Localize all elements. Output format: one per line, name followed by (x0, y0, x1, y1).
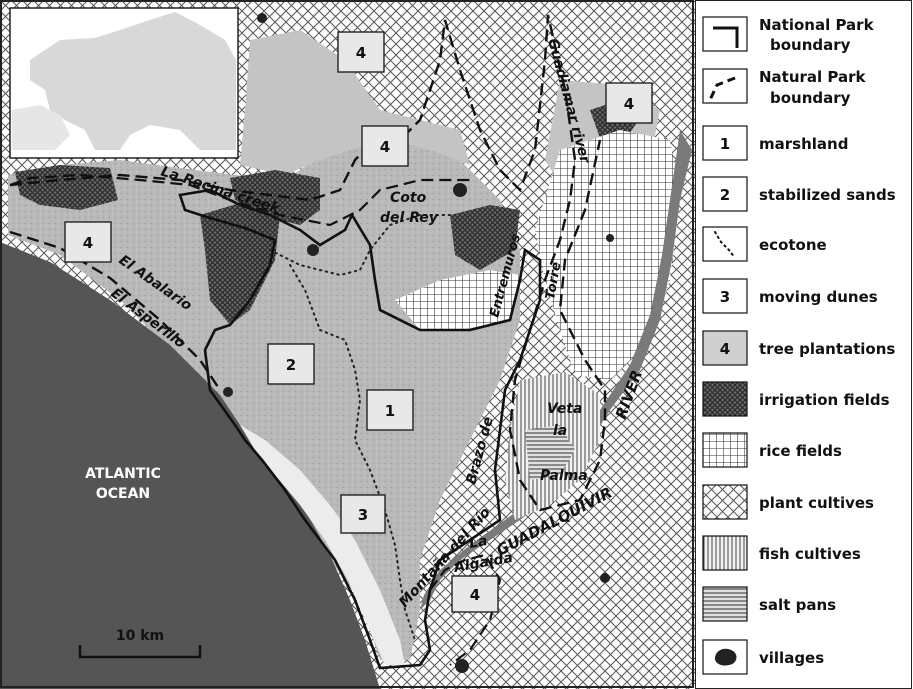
svg-text:3: 3 (720, 288, 730, 306)
legend-item-marshland: 1 marshland (702, 125, 848, 161)
inset-europe-map (9, 7, 239, 159)
legend-item-moving-dunes: 3 moving dunes (702, 278, 878, 314)
svg-text:4: 4 (356, 44, 366, 62)
svg-text:boundary: boundary (770, 89, 851, 107)
land-area (8, 130, 520, 660)
zone-marker-4-west: 4 (64, 221, 112, 263)
label-ocean: OCEAN (96, 486, 150, 502)
irrigation-field-4 (450, 205, 520, 270)
svg-text:irrigation fields: irrigation fields (759, 391, 890, 409)
label-la: la (553, 423, 567, 439)
zone-marker-4-south: 4 (451, 575, 499, 613)
guadalquivir-river (420, 130, 692, 610)
svg-text:4: 4 (470, 586, 480, 604)
svg-text:2: 2 (286, 356, 296, 374)
svg-text:plant cultives: plant cultives (759, 494, 874, 512)
legend-item-villages: villages (702, 639, 824, 675)
label-la-algaida-1: La (468, 533, 489, 552)
legend-item-fish-cultives: fish cultives (702, 535, 861, 571)
village (257, 13, 267, 23)
zone-marker-4-north: 4 (337, 31, 385, 73)
svg-text:4: 4 (720, 340, 730, 358)
svg-text:National Park: National Park (759, 16, 875, 34)
label-torre: Torre (543, 261, 564, 301)
salt-pans (525, 425, 575, 480)
svg-text:stabilized sands: stabilized sands (759, 186, 896, 204)
zone-marker-4-center: 4 (361, 125, 409, 167)
zone-marker-1: 1 (366, 389, 414, 431)
village (606, 234, 614, 242)
scale-bar-label: 10 km (116, 628, 164, 644)
svg-text:marshland: marshland (759, 135, 848, 153)
national-park-boundary (178, 188, 542, 670)
ecotone-line (289, 264, 416, 641)
legend-item-national-park-boundary: National Park boundary (702, 16, 875, 54)
village (455, 659, 469, 673)
scale-bar: 10 km (78, 628, 202, 659)
natural-park-boundary (9, 14, 607, 512)
svg-text:1: 1 (720, 135, 730, 153)
svg-text:Natural Park: Natural Park (759, 68, 867, 86)
svg-text:2: 2 (720, 186, 730, 204)
svg-text:1: 1 (385, 402, 395, 420)
svg-text:4: 4 (380, 138, 390, 156)
svg-text:salt pans: salt pans (759, 596, 836, 614)
svg-text:tree plantations: tree plantations (759, 340, 895, 358)
zone-marker-2: 2 (267, 343, 315, 385)
legend-item-stabilized-sands: 2 stabilized sands (702, 176, 896, 212)
svg-text:villages: villages (759, 649, 824, 667)
legend-item-ecotone: ecotone (702, 226, 827, 262)
natural-park-boundary-coast (9, 230, 221, 391)
svg-text:ecotone: ecotone (759, 236, 827, 254)
legend-item-natural-park-boundary: Natural Park boundary (702, 68, 867, 107)
natural-park-boundary-north (9, 173, 470, 227)
label-veta: Veta (547, 401, 582, 417)
label-coto-del-rey-1: Coto (390, 190, 427, 206)
svg-text:boundary: boundary (770, 36, 851, 54)
svg-text:moving dunes: moving dunes (759, 288, 878, 306)
svg-text:3: 3 (358, 506, 368, 524)
village (307, 244, 319, 256)
label-palma: Palma (540, 468, 588, 484)
ecotone-line-north (269, 214, 451, 277)
svg-text:4: 4 (83, 234, 93, 252)
label-coto-del-rey-2: del Rey (380, 210, 439, 226)
svg-text:fish cultives: fish cultives (759, 545, 861, 563)
ocean (0, 242, 380, 689)
svg-text:rice fields: rice fields (759, 442, 842, 460)
map: La Rocina creek El Abalario El Asperillo… (0, 0, 695, 689)
zone-marker-3: 3 (340, 494, 386, 534)
svg-text:4: 4 (624, 95, 634, 113)
moving-dunes-area (240, 425, 405, 665)
legend-item-tree-plantations: 4 tree plantations (702, 330, 895, 366)
rice-fields-2 (395, 270, 520, 330)
village (453, 183, 467, 197)
legend-item-rice-fields: rice fields (702, 432, 842, 468)
label-atlantic: ATLANTIC (85, 466, 161, 482)
legend: National Park boundary Natural Park boun… (695, 0, 912, 689)
natural-park-boundary-south (429, 553, 502, 666)
zone-marker-4-east: 4 (605, 82, 653, 124)
irrigation-field-2 (200, 200, 280, 325)
legend-item-plant-cultives: plant cultives (702, 484, 874, 520)
legend-item-irrigation-fields: irrigation fields (702, 381, 890, 417)
village (223, 387, 233, 397)
legend-item-salt-pans: salt pans (702, 586, 836, 622)
irrigation-field-3 (230, 170, 320, 225)
north-land-area (240, 30, 470, 175)
village (600, 573, 610, 583)
